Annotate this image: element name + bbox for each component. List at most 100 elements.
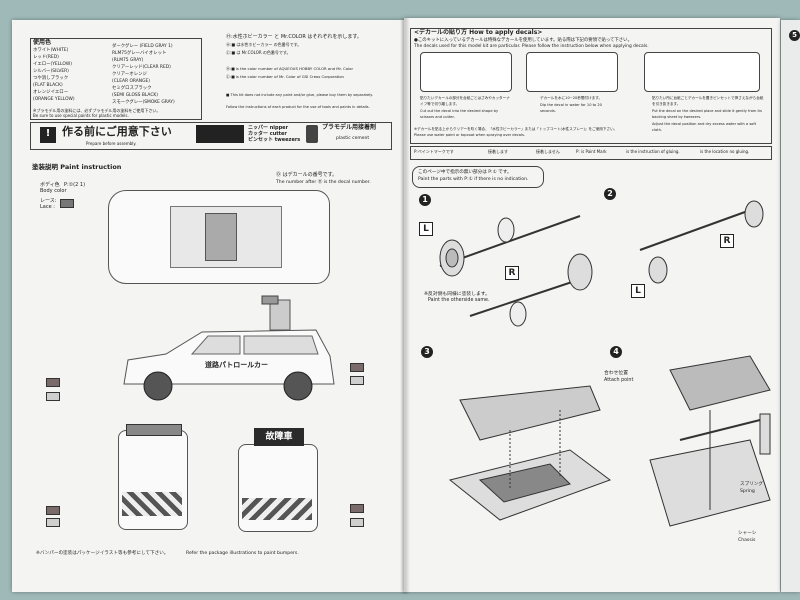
decal-box [410,28,772,144]
legend-color-item-right: ダークグレー (FIELD GRAY 1) [112,44,173,49]
legend-color-item-right: クリアーレッド(CLEAR RED) [112,65,171,70]
step1-axle-diagram [439,215,593,327]
body-color-value: P:①(2 1) [64,182,86,188]
decal-note-jp: ●このキットに入っているデカールは特殊なデカールを使用しています。貼る際は下記の… [414,38,632,43]
next-page-edge [781,20,800,592]
paint-brand-line2: Ⓗ:■ は水性ホビーカラー の色番号です。 [226,42,302,47]
before-assembly-title: 作る前にご用意下さい [62,125,172,138]
cement-en: plastic cement [336,136,370,141]
legend-color-item-right: (SEMI GLOSS BLACK) [112,93,159,98]
legend-note-en: Be sure to use special paints for plasti… [33,113,129,118]
left-marker-2: L [631,284,645,298]
step2-axle-diagram [639,200,764,284]
decal-note-en: The decals used for this model kit are p… [414,44,649,49]
decal-step2-en: Dip the decal in water for 10 to 20 seco… [540,103,602,113]
swatch-g [350,504,364,513]
step4-suspension-diagram [649,355,771,527]
notice-jp: このページ中で指示の無い部分は P:① です。 [418,170,512,175]
paint-en-3: ■ This kit does not include any paint an… [226,93,373,97]
legend-paint-en: P: is Paint Mark [576,149,607,154]
decal-step1-en: Cut out the decal into the desired shape… [420,109,499,119]
rear-sign: 故障車 [254,428,304,446]
legend-color-item: ホワイト(WHITE) [33,48,69,53]
roof-lightbar [205,213,237,261]
front-lightbar [126,424,182,436]
left-page [12,20,404,592]
lace-en: Lace : [40,204,55,210]
decal-step2-illustration [526,52,618,92]
before-assembly-en: Prepare before assembly. [86,141,137,146]
cement-jp: プラモデル用接着剤 [322,124,377,131]
paint-brand-line: Ⓗ:水性ホビーカラー と Mr.COLOR はそれぞれを示します。 [226,34,362,40]
bumper-note: ※バンパーの塗装はパッケージイラスト等も参考にして下さい。 [36,551,169,556]
legend-color-item: シルバー(SILVER) [33,69,69,74]
warning-icon: ! [40,127,56,143]
legend-glue-en: is the instruction of gluing. [626,149,680,154]
swatch-d [350,376,364,385]
tool-tweezers: ピンセット tweezers [248,137,301,143]
decal-step1-jp: 貼りたいデカールの部分を台紙ごとはさみやカッターナイフ等で切り離します。 [420,96,510,106]
tools-icon [196,125,244,143]
swatch-e [46,506,60,515]
step-5-badge: 5 [789,30,800,41]
legend-color-item-right: セミグロスブラック [112,86,152,91]
right-marker-2: R [720,234,734,248]
lace-swatch [60,199,74,208]
prepare-box [30,122,392,150]
swatch-a [46,378,60,387]
tool-nipper: ニッパー nipper [248,125,289,131]
legend-color-item: つや消しブラック [33,76,69,81]
legend-color-item: (ORANGE YELLOW) [33,97,75,102]
paint-en-1: Ⓗ:■ is the color number of AQUEOUS HOBBY… [226,66,354,71]
front-bumper-stripes [122,492,182,516]
legend-color-item: オレンジイエロー [33,90,69,95]
legend-glue: 接着します [488,149,508,154]
decal-number-note-en: The number after Ⓓ is the decal number. [276,180,371,185]
body-color-label: ボディ色 [40,182,60,188]
legend-color-item-right: RLM75グレーバイオレット [112,51,167,56]
legend-color-item-right: (CLEAR ORANGE) [112,79,150,84]
chassis-jp: シャーシ [738,531,757,536]
decal-step3-en: Put the decal on the desired place and s… [652,109,762,119]
left-marker-1: L [419,222,433,236]
paint-brand-line3: Ⓒ:■ は Mr.COLOR の色番号です。 [226,50,291,55]
attach-jp: 合わせ位置 [604,371,628,376]
decal-step3-jp: 貼りたい所に台紙ごとデカールを置きピンセットで押さえながら台紙を引き抜きます。 [652,96,764,106]
decal-header: <デカールの貼り方 How to apply decals> [414,29,543,36]
legend-title: 使用色 [33,39,52,46]
legend-noglue-en: is the location no gluing. [700,149,750,154]
paint-en-4: Follow the instructions of each product … [226,105,370,109]
step-4-badge: 4 [610,346,622,358]
legend-paint: P:ペイントマークです [414,149,454,154]
paint-instruction-title: 塗装説明 Paint instruction [32,163,122,171]
decal-number-note: Ⓓ はデカールの番号です。 [276,172,338,178]
legend-color-item: (FLAT BLACK) [33,83,63,88]
legend-color-item-right: (RLM75 GRAY) [112,58,144,63]
legend-color-item-right: スモークグレー(SMOKE GRAY) [112,100,175,105]
car-side-text: 道路パトロールカー [205,361,268,369]
step-1-badge: 1 [419,194,431,206]
attach-en: Attach point [604,378,634,383]
swatch-h [350,518,364,527]
swatch-f [46,518,60,527]
legend-color-item-right: クリアーオレンジ [112,72,147,77]
step-2-badge: 2 [604,188,616,200]
legend-note: ※プラモデル用の塗料には、必ずプラモデル用の塗料をご使用下さい。 [33,108,161,113]
decal-step3-en2: Adjust the decal position and dry excess… [652,122,756,132]
body-color-en: Body color [40,188,67,194]
legend-color-item: イエロー(YELLOW) [33,62,72,67]
spring-en: Spring [740,489,755,494]
decal-step1-illustration [420,52,512,92]
right-marker-1: R [505,266,519,280]
lace-label: レース: [40,198,57,204]
opposite-en: Paint the otherside same. [428,298,490,303]
color-legend-box [30,38,202,120]
tool-cutter: カッター cutter [248,131,287,137]
decal-step2-jp: デカールを水に10~20秒間付けます。 [540,96,603,100]
symbol-legend-bar [410,146,772,160]
spring-jp: スプリング [740,482,763,487]
swatch-b [46,392,60,401]
page-fold [400,18,410,594]
decal-step3-illustration [644,52,760,92]
bumper-note-en: Refer the package illustrations to paint… [186,551,299,556]
